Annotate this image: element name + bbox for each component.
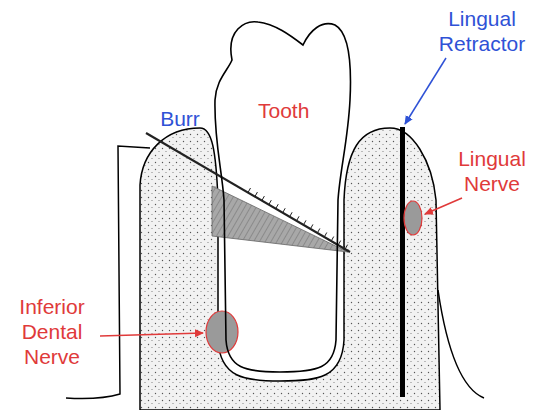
burr-shaft bbox=[146, 133, 350, 252]
lingual-retractor bbox=[400, 127, 405, 397]
bone-cut bbox=[212, 186, 348, 252]
part-name: Lingual Retractor bbox=[432, 6, 532, 56]
part-name: Tooth bbox=[258, 98, 309, 123]
tooth-shape: Tooth bbox=[212, 18, 354, 374]
lingual-nerve bbox=[404, 201, 422, 235]
gum-outline bbox=[438, 290, 484, 398]
tooth-outline bbox=[212, 18, 354, 374]
inferior-dental-nerve bbox=[206, 311, 238, 353]
part-name: Lingual Nerve bbox=[452, 146, 532, 196]
leader-arrow bbox=[405, 58, 446, 124]
part-name: Burr bbox=[150, 106, 210, 131]
burr-flutes bbox=[248, 188, 348, 249]
leader-arrow bbox=[100, 333, 203, 336]
leader-arrow bbox=[425, 198, 462, 214]
part-name: Inferior Dental Nerve bbox=[6, 294, 98, 369]
